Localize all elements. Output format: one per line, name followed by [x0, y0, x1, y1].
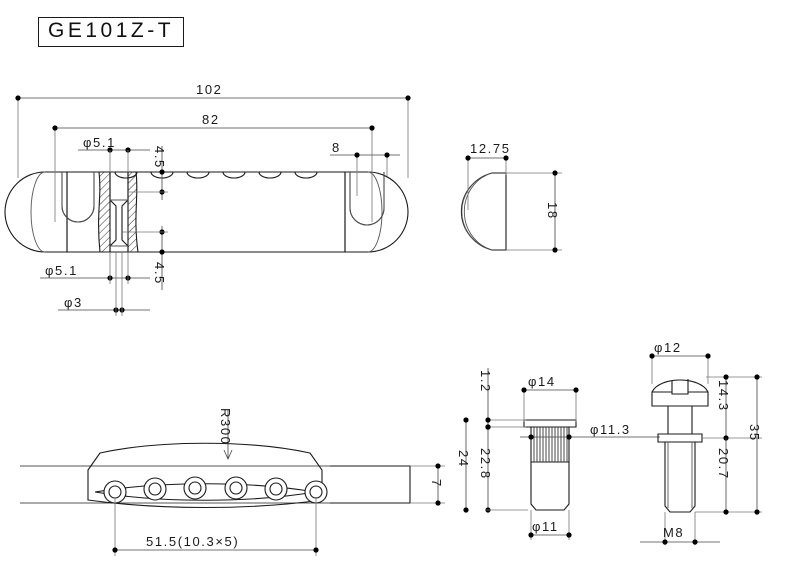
bushing-insert-view: φ14 φ11.3 φ11 [456, 368, 660, 540]
dimension-knurl-diameter: φ11.3 [520, 422, 660, 440]
dimension-edge-offset: 8 [330, 140, 400, 196]
dim-228-label: 22.8 [478, 448, 493, 480]
dim-phi11-label: φ11 [532, 519, 559, 534]
dim-phi51-lower-label: φ5.1 [45, 263, 78, 278]
dim-12-label: 1.2 [478, 370, 493, 393]
dim-143-label: 14.3 [716, 380, 731, 412]
dim-24-label-alt: 24 [456, 450, 471, 468]
side-profile-view: 12.75 18 [460, 141, 562, 253]
part-number-label: GE101Z-T [48, 19, 175, 42]
string-hole-group [103, 476, 328, 504]
dim-102-label: 102 [196, 82, 223, 97]
dim-82-label: 82 [202, 112, 220, 127]
dimension-body-diameter: φ11 [528, 510, 572, 540]
dimension-body-height: 22.8 [478, 424, 528, 513]
dimension-overall-length: 102 [15, 82, 411, 178]
section-hatch-region [98, 171, 139, 253]
dimension-total-height: 24 [456, 417, 471, 513]
dim-45-lower-label: 4.5 [152, 262, 167, 285]
dim-r300-label: R300 [218, 408, 233, 445]
dimension-total-length: 35 [747, 374, 762, 515]
dimension-flange-diameter: φ14 [521, 374, 579, 422]
dimension-hole-lower: φ5.1 [40, 252, 150, 284]
dimension-flange-thickness: 1.2 [478, 368, 526, 430]
dim-phi12-label: φ12 [654, 340, 682, 355]
dimension-hole-upper: φ5.1 [78, 135, 150, 172]
dim-515-label: 51.5(10.3×5) [146, 534, 239, 549]
dim-8-label: 8 [332, 140, 341, 155]
dim-207-label: 20.7 [716, 448, 731, 480]
dim-phi3-label: φ3 [64, 295, 83, 310]
dimension-string-spacing: 51.5(10.3×5) [112, 498, 319, 556]
dim-phi51-upper-label: φ5.1 [83, 135, 116, 150]
dimension-upper-length: 14.3 [702, 374, 762, 441]
dimension-side-width: 12.75 [465, 141, 511, 210]
dimension-pin-diameter: φ3 [58, 252, 150, 316]
knurl-texture [533, 427, 568, 462]
dim-18-label: 18 [545, 202, 560, 220]
dim-1275-label: 12.75 [470, 141, 511, 156]
dimension-depth-lower: 4.5 [122, 226, 168, 290]
dim-35-label: 35 [747, 424, 762, 442]
dimension-thread-spec: M8 [640, 512, 720, 545]
stud-screw-view: φ12 14.3 20.7 [640, 340, 762, 545]
dim-45-upper-label: 4.5 [152, 146, 167, 169]
front-section-view: 102 82 8 [4, 82, 411, 316]
bridge-top-view: R300 51.5(10.3×5) 7 [20, 408, 445, 556]
dim-phi113-label: φ11.3 [590, 422, 631, 437]
dim-m8-label: M8 [663, 525, 684, 540]
dimension-depth-upper: 4.5 [128, 146, 168, 200]
dimension-bar-thickness: 7 [410, 463, 445, 506]
part-number-title-box: GE101Z-T [38, 17, 185, 48]
dimension-head-diameter: φ12 [649, 340, 711, 384]
tailpiece-body-outline [4, 171, 409, 253]
dimension-stud-spacing: 82 [52, 112, 375, 222]
dim-phi14-label: φ14 [528, 374, 556, 389]
dimension-radius-r300: R300 [218, 408, 233, 460]
dimension-lower-length: 20.7 [695, 438, 762, 515]
dim-7-label: 7 [429, 479, 444, 488]
dimension-side-height: 18 [506, 170, 562, 253]
string-notch-group [114, 171, 318, 179]
